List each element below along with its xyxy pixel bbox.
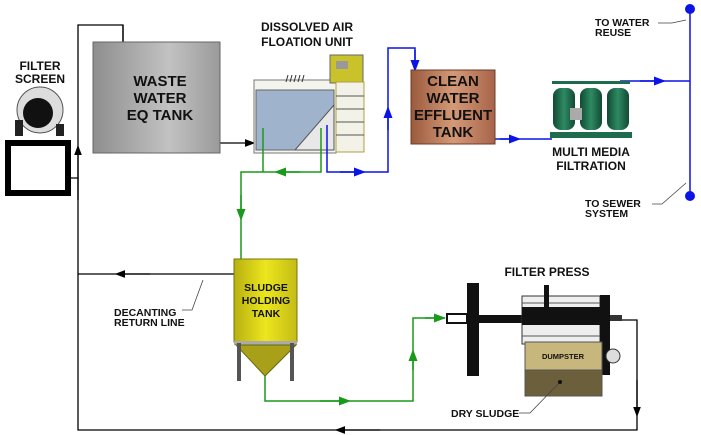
sludge-holding-tank (233, 258, 298, 381)
water-reuse-label-2: REUSE (595, 27, 631, 39)
clean-water-effluent-tank (410, 69, 496, 145)
decanting-label-2: RETURN LINE (114, 317, 185, 329)
clean-tank-label-4: TANK (433, 124, 474, 141)
eq-tank-label-1: WASTE (133, 73, 186, 90)
daf-unit (253, 54, 365, 154)
filter-press (446, 283, 622, 376)
dry-sludge-leader (519, 381, 561, 414)
clean-tank-label-2: WATER (426, 90, 479, 107)
sludge-tank-label-2: HOLDING (242, 295, 290, 307)
eq-tank (92, 41, 221, 154)
decanting-leader (182, 279, 204, 311)
clean-tank-label-1: CLEAN (427, 73, 479, 90)
daf-label-1: DISSOLVED AIR (261, 20, 353, 34)
clean-water-lines (326, 8, 691, 196)
sewer-label-1: TO SEWER (585, 198, 641, 210)
water-reuse-label-1: TO WATER (595, 17, 650, 29)
filter-screen-label-1: FILTER (19, 59, 60, 73)
water-reuse-leader (658, 19, 687, 24)
sludge-tank-label-1: SLUDGE (244, 282, 288, 294)
water-reuse-outlet (685, 4, 695, 14)
mmf-label-1: MULTI MEDIA (552, 145, 630, 159)
dry-sludge-pointer (558, 380, 562, 384)
filter-screen (5, 86, 71, 196)
dumpster-label: DUMPSTER (542, 352, 585, 361)
eq-tank-label-2: WATER (133, 90, 186, 107)
decanting-label-1: DECANTING (114, 307, 176, 319)
dry-sludge-fill (524, 369, 603, 397)
eq-tank-label-3: EQ TANK (127, 107, 194, 124)
filter-press-label: FILTER PRESS (504, 265, 589, 279)
mmf-label-2: FILTRATION (556, 159, 626, 173)
daf-label-2: FLOATION UNIT (261, 35, 353, 49)
sludge-lines (236, 128, 446, 406)
sewer-outlet (685, 191, 695, 201)
sewer-leader (652, 182, 687, 205)
filtrate-return-line (77, 178, 638, 431)
clean-tank-label-3: EFFLUENT (414, 107, 492, 124)
filter-screen-label-2: SCREEN (15, 72, 65, 86)
dry-sludge-label: DRY SLUDGE (451, 408, 519, 420)
multi-media-filters (550, 81, 632, 138)
sludge-tank-label-3: TANK (252, 308, 281, 320)
sewer-label-2: SYSTEM (585, 208, 628, 220)
